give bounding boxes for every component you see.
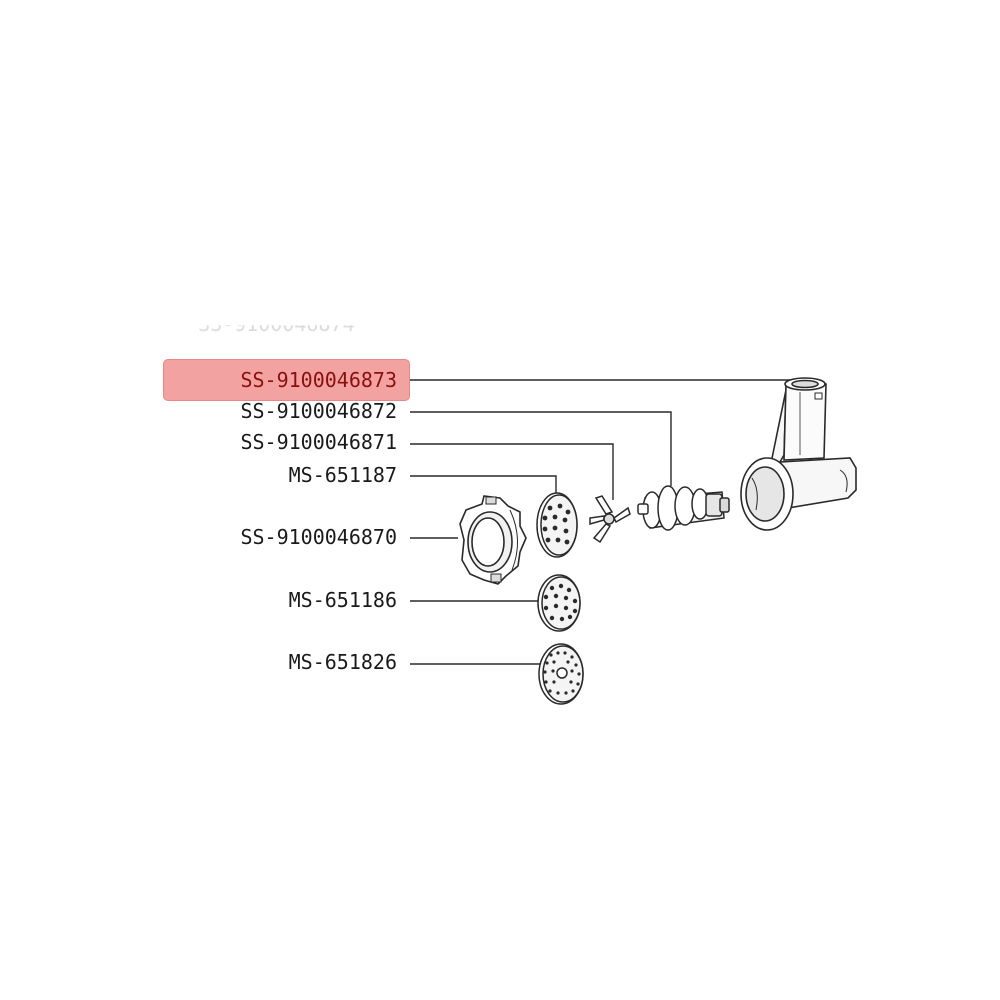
part-label-coarse-plate[interactable]: MS-651826 [288,650,397,674]
faded-part-label: SS-9100046874 [198,312,355,336]
selected-part-highlight [163,359,410,401]
ring-nut-part [459,495,527,585]
part-label-fine-plate[interactable]: MS-651187 [288,463,397,487]
leader-line-housing [410,379,791,384]
fine-plate-part [536,492,578,558]
part-label-medium-plate[interactable]: MS-651186 [288,588,397,612]
auger-part [637,485,730,531]
part-label-cutting-blade[interactable]: SS-9100046871 [240,430,397,454]
part-label-ring-nut[interactable]: SS-9100046870 [240,525,397,549]
housing-part [740,377,857,531]
part-label-housing[interactable]: SS-9100046873 [240,368,397,392]
leader-line-fine-plate [410,475,557,494]
coarse-plate-part [538,643,584,705]
leader-line-cutting-blade [410,443,614,500]
medium-plate-part [537,574,581,632]
part-label-auger[interactable]: SS-9100046872 [240,399,397,423]
cutting-blade-part [589,495,631,544]
leader-line-auger [410,411,672,486]
